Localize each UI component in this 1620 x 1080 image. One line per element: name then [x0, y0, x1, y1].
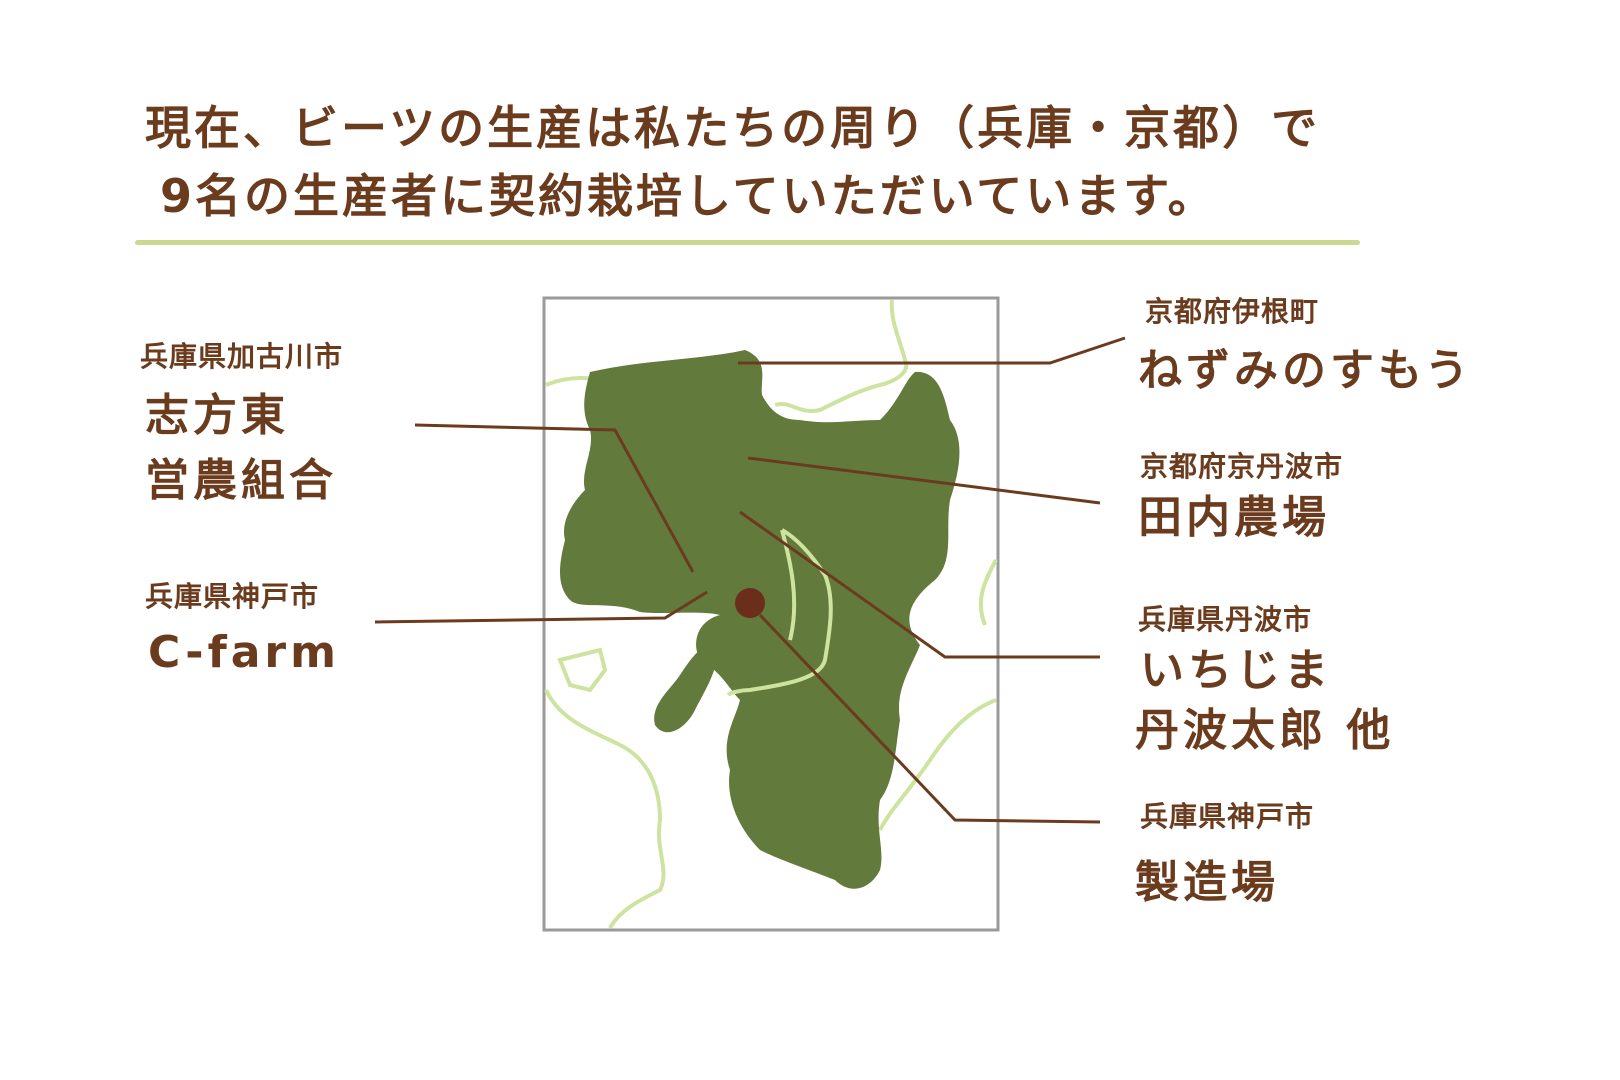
- producer-name: C-farm: [148, 627, 340, 678]
- producer-name: いちじま: [1140, 645, 1332, 696]
- producer-name: 丹波太郎 他: [1135, 705, 1395, 756]
- factory-marker: [735, 588, 765, 618]
- producer-name: 志方東: [145, 390, 289, 441]
- map-frame: [542, 296, 1000, 932]
- producer-location: 兵庫県加古川市: [140, 340, 344, 373]
- heading-line-1: 現在、ビーツの生産は私たちの周り（兵庫・京都）で: [145, 101, 1321, 155]
- island-awaji: [654, 645, 717, 733]
- producer-name: 田内農場: [1138, 492, 1330, 543]
- leader-lines: [374, 336, 1126, 824]
- producer-name: 製造場: [1135, 857, 1279, 908]
- producer-location: 京都府京丹波市: [1140, 450, 1344, 483]
- divider: [135, 240, 1360, 245]
- producer-location: 兵庫県神戸市: [145, 580, 320, 613]
- producer-location: 兵庫県神戸市: [1140, 800, 1315, 833]
- region-kyoto-hyogo: [560, 350, 960, 889]
- producer-name: ねずみのすもう: [1138, 345, 1473, 396]
- producer-location: 兵庫県丹波市: [1138, 603, 1313, 636]
- heading-line-2: 9名の生産者に契約栽培していただいています。: [160, 169, 1217, 223]
- producer-name: 営農組合: [145, 455, 337, 506]
- prefecture-borders: [544, 299, 998, 930]
- inner-border: [726, 528, 833, 697]
- producer-location: 京都府伊根町: [1145, 295, 1320, 328]
